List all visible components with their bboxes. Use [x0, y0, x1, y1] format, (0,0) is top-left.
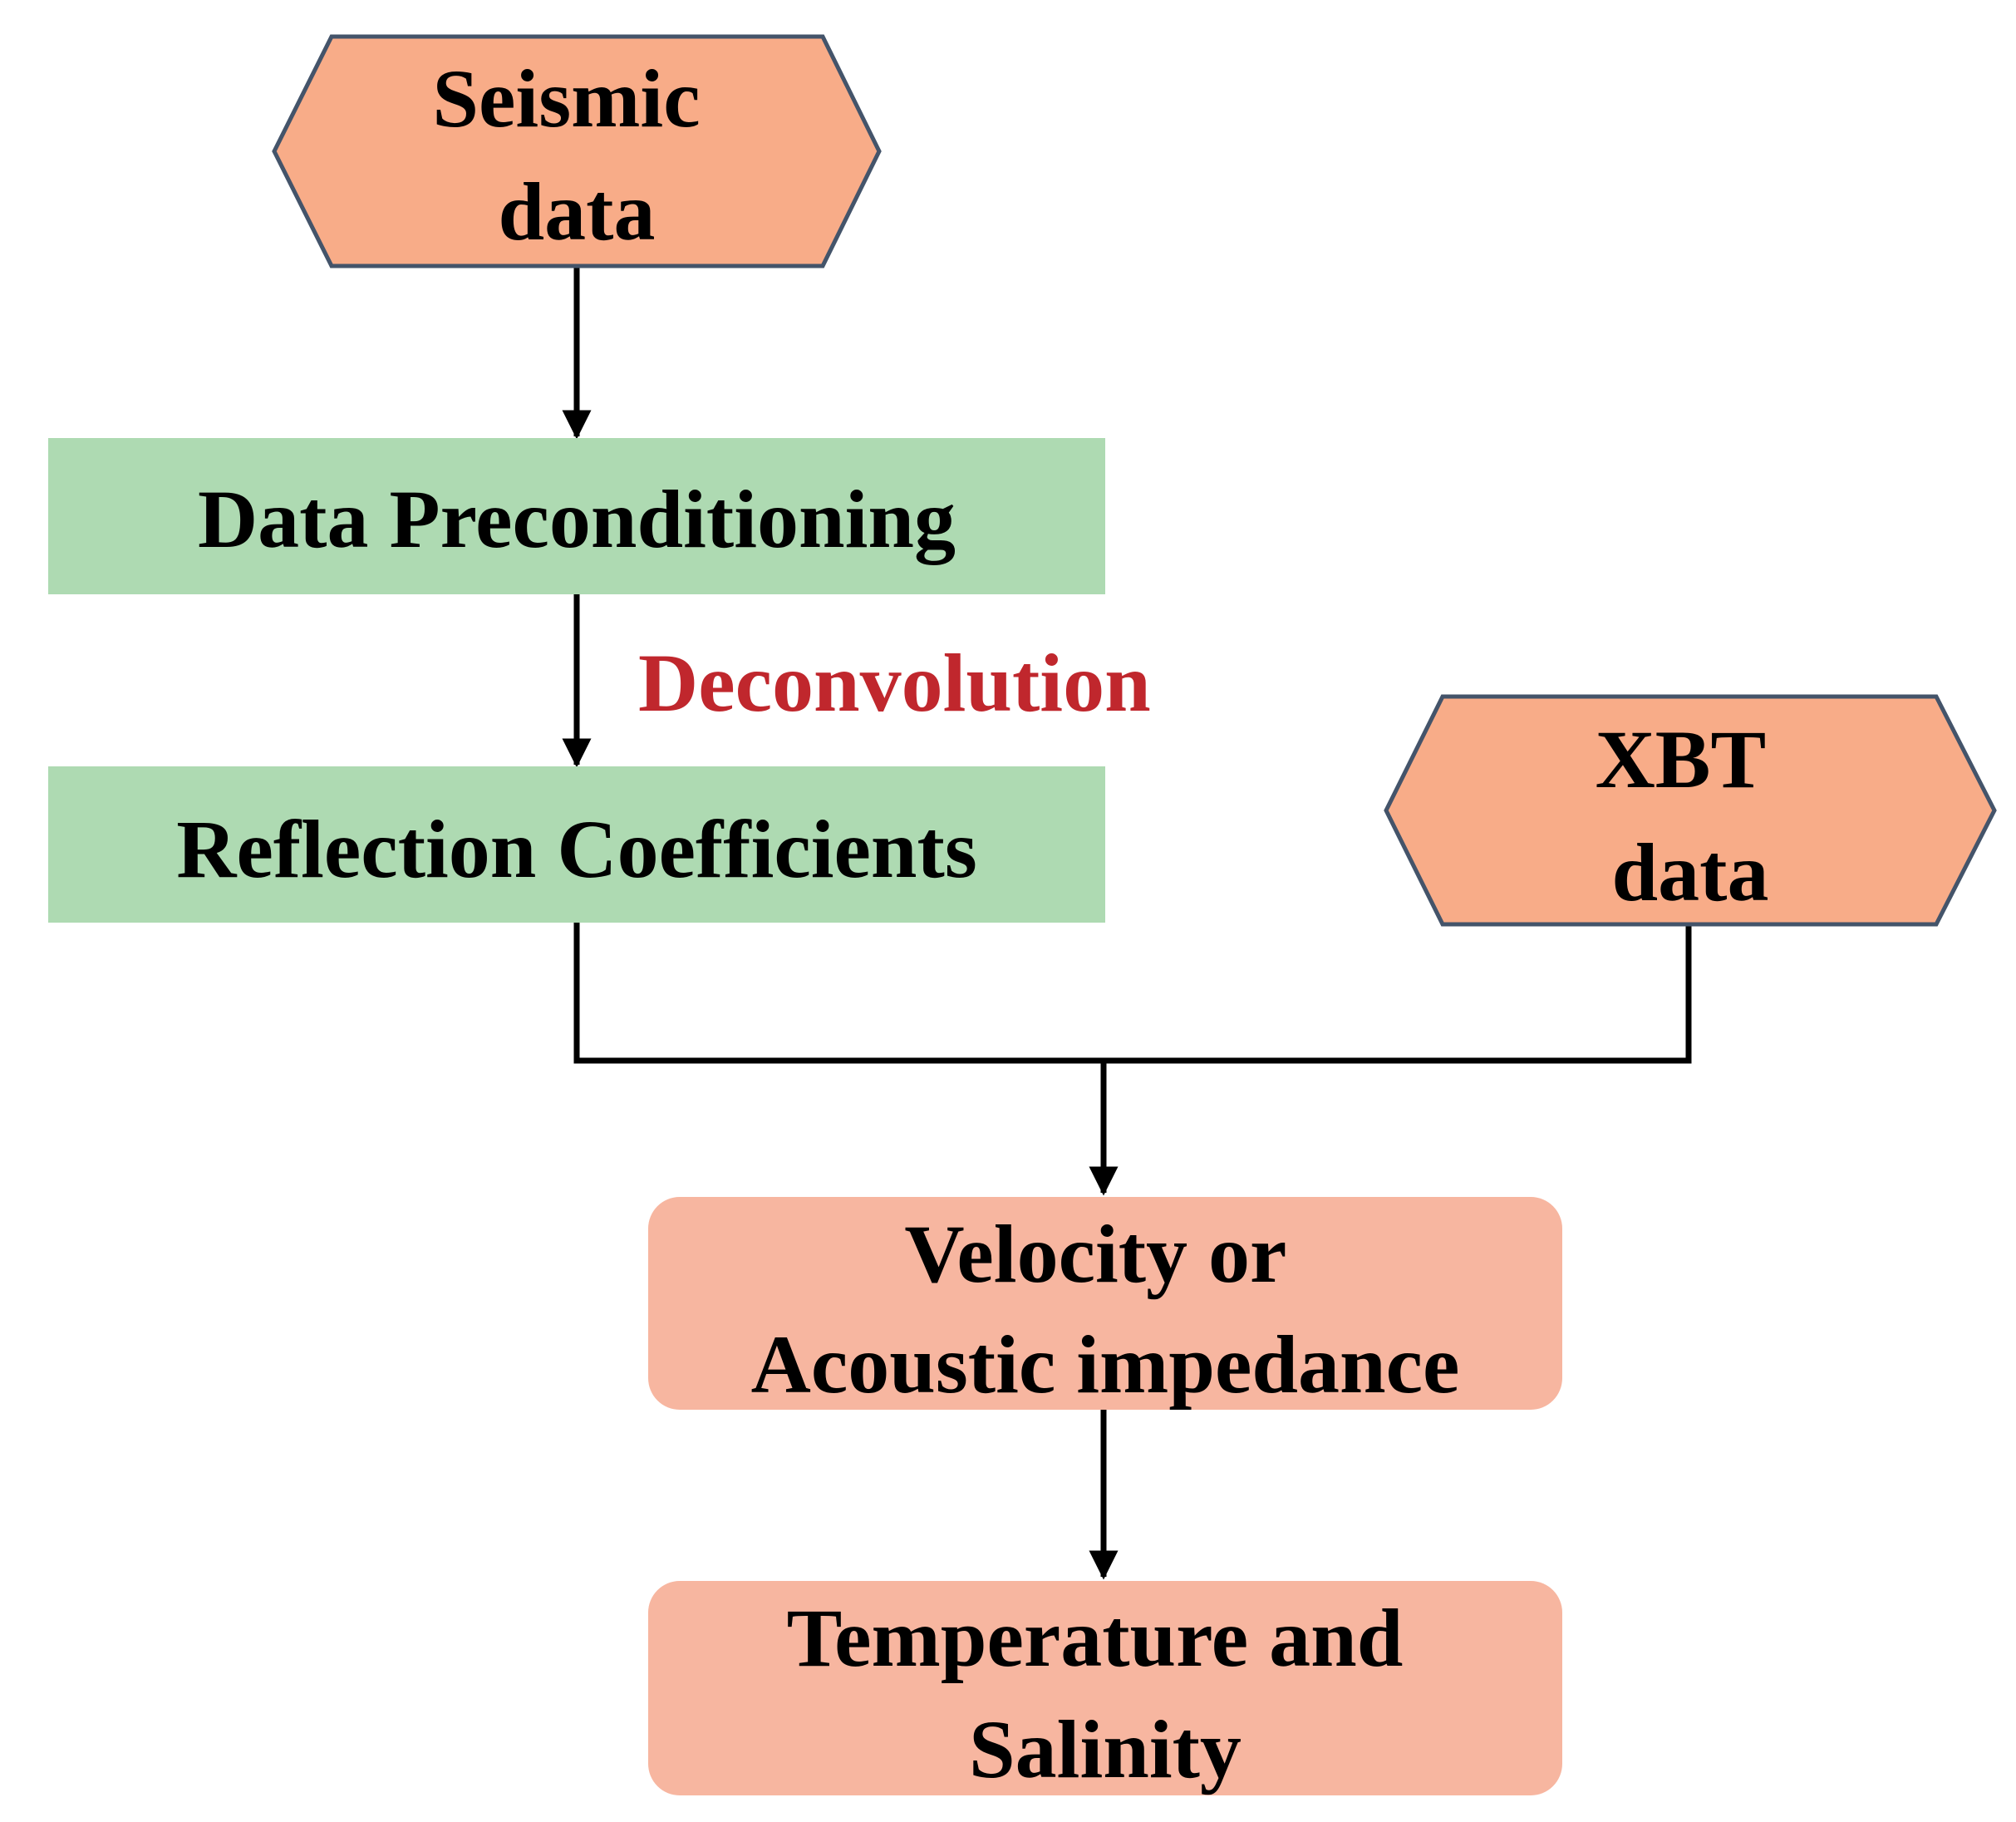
- velocity-line-1: Velocity or: [904, 1208, 1286, 1300]
- xbt-data-shape: [1384, 694, 1997, 927]
- seismic-data-line-2: data: [499, 165, 656, 258]
- deconvolution-label: Deconvolution: [638, 637, 1151, 729]
- svg-text:Reflection Coefficients: Reflection Coefficients: [176, 803, 977, 895]
- connector-reflection-xbt-merge: [573, 923, 1692, 1064]
- reflection-coefficients-label: Reflection Coefficients: [176, 803, 977, 895]
- svg-text:Seismic data: Seismic data: [432, 52, 720, 258]
- xbt-data-line-2: data: [1612, 826, 1769, 918]
- svg-text:XBT data: XBT data: [1596, 713, 1786, 918]
- node-temperature-salinity: Temperature and Salinity: [648, 1581, 1562, 1795]
- reflection-coefficients-shape: [48, 766, 1105, 923]
- node-velocity-acoustic-impedance: Velocity or Acoustic impedance: [648, 1197, 1562, 1411]
- node-xbt-data: XBT data: [1384, 694, 1997, 927]
- node-seismic-data: Seismic data: [272, 34, 882, 268]
- temperature-line-2: Salinity: [969, 1703, 1242, 1795]
- node-reflection-coefficients: Reflection Coefficients: [48, 766, 1105, 923]
- seismic-data-shape: [272, 34, 882, 268]
- node-data-preconditioning: Data Preconditioning: [48, 438, 1105, 594]
- velocity-line-2: Acoustic impedance: [751, 1318, 1460, 1411]
- svg-text:Velocity or Acoustic imp: Velocity or Acoustic impedance: [751, 1208, 1460, 1411]
- temperature-salinity-shape: [648, 1581, 1562, 1795]
- seismic-data-line-1: Seismic: [432, 52, 700, 145]
- temperature-line-1: Temperature and: [787, 1592, 1404, 1684]
- velocity-acoustic-impedance-shape: [648, 1197, 1562, 1410]
- data-preconditioning-label: Data Preconditioning: [198, 473, 956, 565]
- svg-text:Temperature and Salinity: Temperature and Salinity: [787, 1592, 1424, 1795]
- xbt-data-line-1: XBT: [1596, 713, 1766, 805]
- svg-text:Data Preconditioning: Data Preconditioning: [198, 473, 956, 565]
- data-preconditioning-shape: [48, 438, 1105, 594]
